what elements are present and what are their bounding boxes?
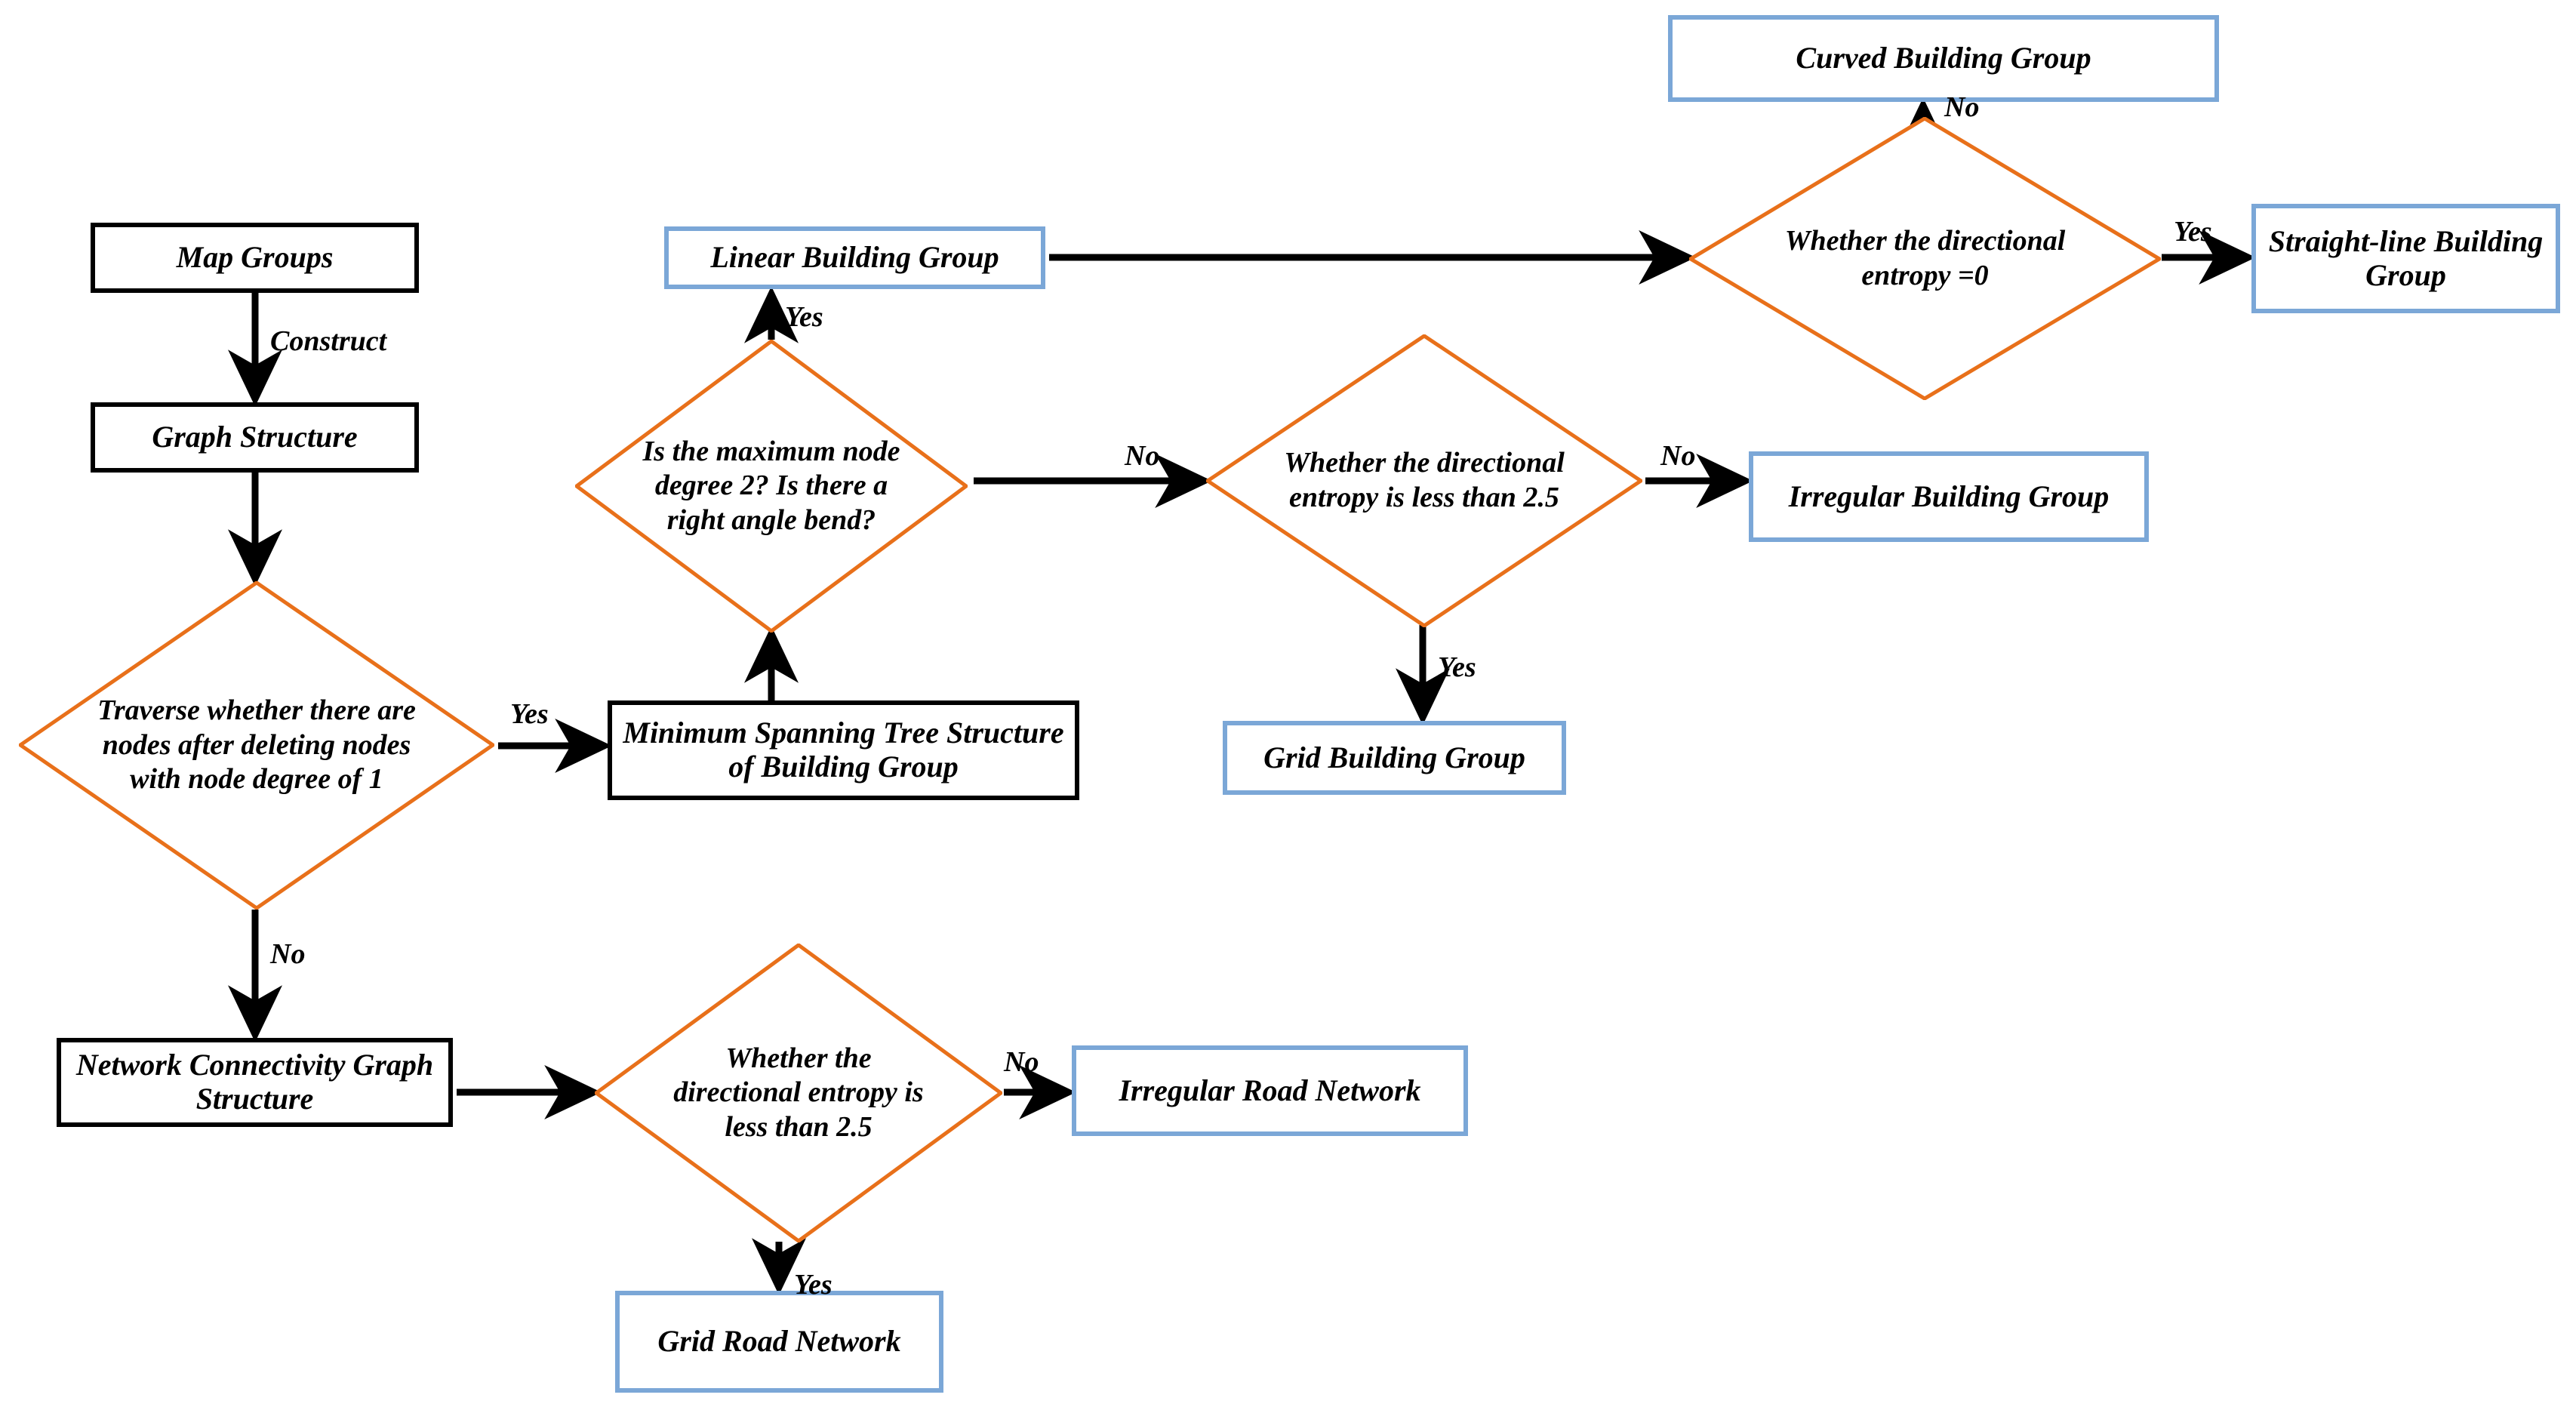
diamond-shape [595,944,1002,1242]
edge-label-maxdeg-no: No [1125,440,1160,472]
node-irregular-building-group-label: Irregular Building Group [1788,479,2110,513]
edge-label-traverse-no: No [270,938,306,970]
decision-traverse-node-degree-label: Traverse whether there are nodes after d… [97,694,416,796]
node-minimum-spanning-tree[interactable]: Minimum Spanning Tree Structure of Build… [608,700,1079,800]
diamond-shape [575,340,968,633]
node-linear-building-group-label: Linear Building Group [710,240,999,275]
edge-label-entropy-building-yes: Yes [1438,651,1476,683]
node-irregular-building-group[interactable]: Irregular Building Group [1749,451,2149,542]
node-grid-building-group[interactable]: Grid Building Group [1223,721,1566,795]
node-minimum-spanning-tree-label: Minimum Spanning Tree Structure of Build… [623,716,1064,784]
decision-entropy-less-than-25-road[interactable]: Whether the directional entropy is less … [595,944,1002,1242]
decision-entropy-less-than-25-road-label: Whether the directional entropy is less … [673,1042,924,1143]
node-grid-road-network[interactable]: Grid Road Network [615,1291,943,1393]
node-network-connectivity[interactable]: Network Connectivity Graph Structure [57,1038,453,1127]
edge-label-road-yes: Yes [794,1269,833,1301]
node-grid-building-group-label: Grid Building Group [1263,740,1525,774]
node-grid-road-network-label: Grid Road Network [657,1324,901,1359]
node-map-groups[interactable]: Map Groups [91,223,419,293]
decision-entropy-less-than-25-building-label: Whether the directional entropy is less … [1284,447,1565,513]
node-network-connectivity-label: Network Connectivity Graph Structure [75,1048,434,1116]
edge-label-traverse-yes: Yes [510,698,549,730]
edge-label-road-no: No [1004,1046,1039,1078]
node-graph-structure[interactable]: Graph Structure [91,402,419,473]
node-map-groups-label: Map Groups [176,240,334,275]
decision-max-node-degree-label: Is the maximum node degree 2? Is there a… [642,435,900,536]
node-irregular-road-network[interactable]: Irregular Road Network [1072,1045,1468,1136]
diamond-shape [19,581,494,910]
diamond-shape [1206,334,1642,627]
node-curved-building-group-label: Curved Building Group [1796,41,2091,75]
node-straight-line-building-group-label: Straight-line Building Group [2268,223,2544,292]
decision-traverse-node-degree[interactable]: Traverse whether there are nodes after d… [19,581,494,910]
decision-entropy-equals-zero-label: Whether the directional entropy =0 [1784,224,2066,291]
node-linear-building-group[interactable]: Linear Building Group [664,226,1045,289]
edge-label-construct: Construct [270,325,387,357]
edge-label-entropyzero-yes: Yes [2174,216,2212,248]
decision-entropy-equals-zero[interactable]: Whether the directional entropy =0 [1689,117,2161,400]
node-irregular-road-network-label: Irregular Road Network [1119,1073,1421,1107]
node-curved-building-group[interactable]: Curved Building Group [1668,15,2219,102]
edge-label-entropyzero-no: No [1944,91,1980,123]
node-straight-line-building-group[interactable]: Straight-line Building Group [2251,204,2560,313]
edge-label-entropy-building-no: No [1660,440,1696,472]
edge-label-maxdeg-yes: Yes [785,301,823,333]
decision-entropy-less-than-25-building[interactable]: Whether the directional entropy is less … [1206,334,1642,627]
diamond-shape [1689,117,2161,400]
decision-max-node-degree[interactable]: Is the maximum node degree 2? Is there a… [575,340,968,633]
node-graph-structure-label: Graph Structure [152,420,358,454]
